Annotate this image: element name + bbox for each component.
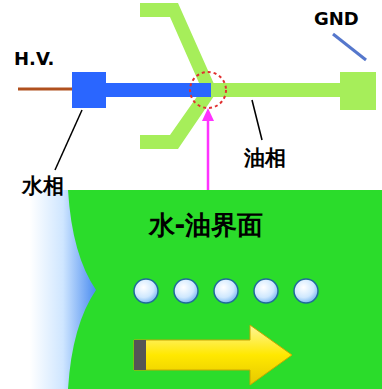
droplet <box>134 279 158 303</box>
zoom-panel-band: 水-油界面 <box>30 190 382 251</box>
zoom-arrowhead <box>202 108 214 121</box>
part-name: 油相 <box>244 144 286 172</box>
droplet <box>214 279 238 303</box>
water-meniscus <box>30 190 96 389</box>
flow-arrow <box>134 325 292 385</box>
gnd-wire <box>333 34 366 60</box>
ground-label: GND <box>314 8 359 29</box>
droplet <box>174 279 198 303</box>
water-reservoir <box>72 72 106 108</box>
zoom-arrow <box>207 118 210 192</box>
panel-title: 水-油界面 <box>30 208 382 243</box>
hv-wire <box>18 88 72 91</box>
leader-line <box>55 110 82 170</box>
water-channel <box>95 83 211 97</box>
droplet <box>294 279 318 303</box>
leader-line <box>252 100 262 140</box>
droplets <box>134 279 318 303</box>
droplet <box>254 279 278 303</box>
oil-channel <box>140 3 376 149</box>
zoom-panel <box>30 190 382 389</box>
voltage-label: H.V. <box>14 48 54 69</box>
part-name: 水相 <box>22 172 64 200</box>
flow-arrow-tail <box>134 340 146 370</box>
zoom-circle <box>190 72 226 108</box>
